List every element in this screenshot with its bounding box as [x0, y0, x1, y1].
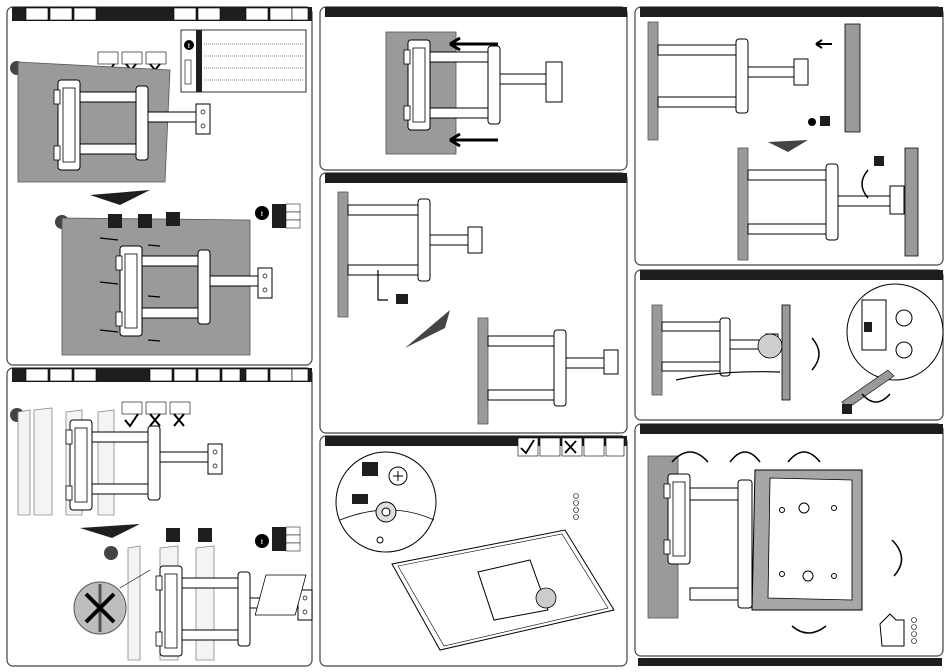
footer-bar: [638, 658, 942, 666]
panel-header-bar: [325, 173, 627, 183]
tool-icons-row: [26, 369, 308, 381]
panel-adjust: [635, 424, 943, 656]
panel-tighten: [635, 270, 943, 420]
svg-text:!: !: [261, 211, 264, 218]
panel-header-bar: [325, 7, 627, 17]
svg-text:!: !: [261, 539, 264, 546]
tv-side: [845, 24, 860, 132]
screw-icons-row: [518, 438, 624, 456]
svg-text:!: !: [188, 43, 191, 50]
wall: [478, 318, 488, 424]
detail-circle: [847, 284, 943, 380]
wall: [648, 22, 658, 140]
warning-legend: !: [181, 30, 306, 92]
panel-attach-arm: [320, 7, 627, 170]
wall: [338, 192, 348, 317]
panel-wall-stud: !: [7, 368, 312, 666]
panel-hang-arm: [320, 173, 627, 433]
panel-wall-concrete: ! !: [7, 7, 312, 365]
panel-header-bar: [640, 270, 943, 280]
tv-side: [905, 148, 918, 256]
panel-header-bar: [640, 7, 943, 17]
screw-type-icons: [122, 402, 190, 426]
screw-detail-circle: [336, 452, 436, 552]
tv-side: [782, 305, 790, 400]
vesa-plate: [768, 478, 852, 600]
step-marker: [104, 546, 118, 560]
panel-header-bar: [640, 424, 943, 434]
wall: [738, 148, 748, 260]
wall: [652, 305, 662, 395]
panel-mount-tv: [635, 7, 943, 265]
